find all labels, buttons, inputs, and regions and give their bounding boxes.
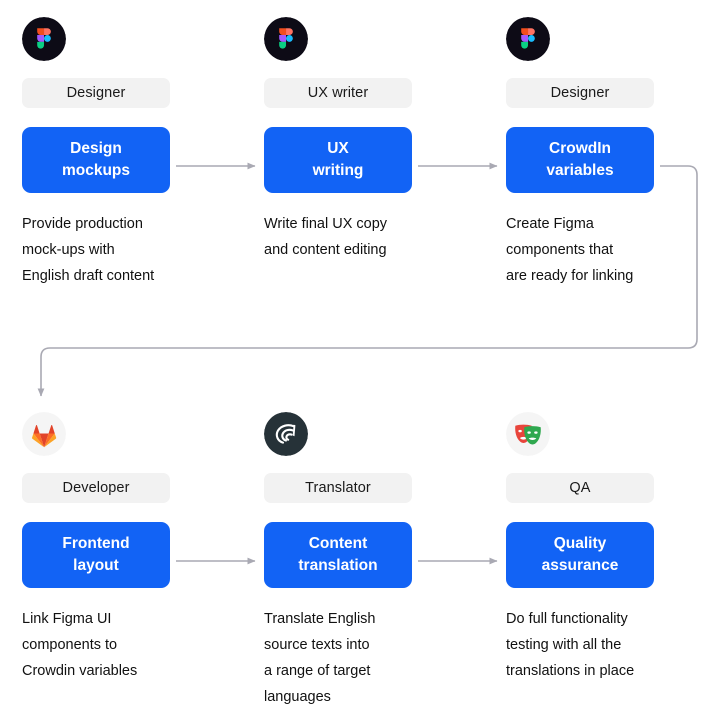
desc-line-1: Create Figma — [506, 216, 594, 232]
role-pill-designer: Designer — [506, 78, 654, 108]
task-line-2: layout — [73, 557, 119, 574]
figma-icon — [264, 17, 308, 61]
desc-line-1: Do full functionality — [506, 611, 628, 627]
desc-line-2: components to — [22, 637, 118, 653]
description-ux-writing: Write final UX copy and content editing — [264, 211, 449, 263]
theater-masks-icon — [506, 412, 550, 456]
desc-line-2: source texts into — [264, 637, 370, 653]
task-line-1: Quality — [553, 535, 607, 552]
figma-icon — [22, 17, 66, 61]
task-line-2: writing — [312, 162, 364, 179]
task-box-ux-writing[interactable]: UX writing — [264, 127, 412, 193]
description-crowdin-variables: Create Figma components that are ready f… — [506, 211, 691, 289]
task-line-2: mockups — [61, 162, 131, 179]
role-pill-translator: Translator — [264, 473, 412, 503]
role-label: QA — [569, 480, 591, 496]
task-box-quality-assurance[interactable]: Quality assurance — [506, 522, 654, 588]
task-line-2: variables — [546, 162, 614, 179]
task-box-frontend-layout[interactable]: Frontend layout — [22, 522, 170, 588]
role-pill-designer: Designer — [22, 78, 170, 108]
task-line-1: UX — [327, 140, 349, 157]
desc-line-3: Crowdin variables — [22, 663, 138, 679]
stage-content-translation: Translator Content translation Translate… — [264, 412, 466, 710]
desc-line-2: and content editing — [264, 242, 387, 258]
gitlab-icon — [22, 412, 66, 456]
desc-line-3: translations in place — [506, 663, 635, 679]
role-pill-qa: QA — [506, 473, 654, 503]
task-line-1: Design — [70, 140, 122, 157]
desc-line-4: languages — [264, 689, 331, 705]
desc-line-3: are ready for linking — [506, 268, 634, 284]
stage-crowdin-variables: Designer CrowdIn variables Create Figma … — [506, 17, 708, 289]
description-content-translation: Translate English source texts into a ra… — [264, 606, 449, 710]
description-quality-assurance: Do full functionality testing with all t… — [506, 606, 691, 684]
desc-line-2: testing with all the — [506, 637, 622, 653]
task-line-1: Content — [308, 535, 368, 552]
description-design-mockups: Provide production mock-ups with English… — [22, 211, 207, 289]
task-line-1: Frontend — [62, 535, 130, 552]
desc-line-1: Translate English — [264, 611, 376, 627]
task-box-crowdin-variables[interactable]: CrowdIn variables — [506, 127, 654, 193]
stage-design-mockups: Designer Design mockups Provide producti… — [22, 17, 224, 289]
task-line-2: assurance — [541, 557, 619, 574]
task-box-design-mockups[interactable]: Design mockups — [22, 127, 170, 193]
task-line-1: CrowdIn — [549, 140, 611, 157]
desc-line-2: components that — [506, 242, 614, 258]
role-label: Designer — [66, 85, 126, 101]
desc-line-2: mock-ups with — [22, 242, 115, 258]
task-box-content-translation[interactable]: Content translation — [264, 522, 412, 588]
description-frontend-layout: Link Figma UI components to Crowdin vari… — [22, 606, 207, 684]
stage-ux-writing: UX writer UX writing Write final UX copy… — [264, 17, 466, 263]
role-label: UX writer — [307, 85, 369, 101]
desc-line-3: a range of target — [264, 663, 371, 679]
stage-quality-assurance: QA Quality assurance Do full functionali… — [506, 412, 708, 684]
desc-line-1: Write final UX copy — [264, 216, 388, 232]
stage-frontend-layout: Developer Frontend layout Link Figma UI … — [22, 412, 224, 684]
desc-line-1: Provide production — [22, 216, 143, 232]
role-label: Designer — [550, 85, 610, 101]
role-pill-developer: Developer — [22, 473, 170, 503]
task-line-2: translation — [298, 557, 378, 574]
desc-line-3: English draft content — [22, 268, 155, 284]
desc-line-1: Link Figma UI — [22, 611, 112, 627]
figma-icon — [506, 17, 550, 61]
role-pill-ux-writer: UX writer — [264, 78, 412, 108]
role-label: Translator — [305, 480, 371, 496]
crowdin-icon — [264, 412, 308, 456]
role-label: Developer — [62, 480, 130, 496]
